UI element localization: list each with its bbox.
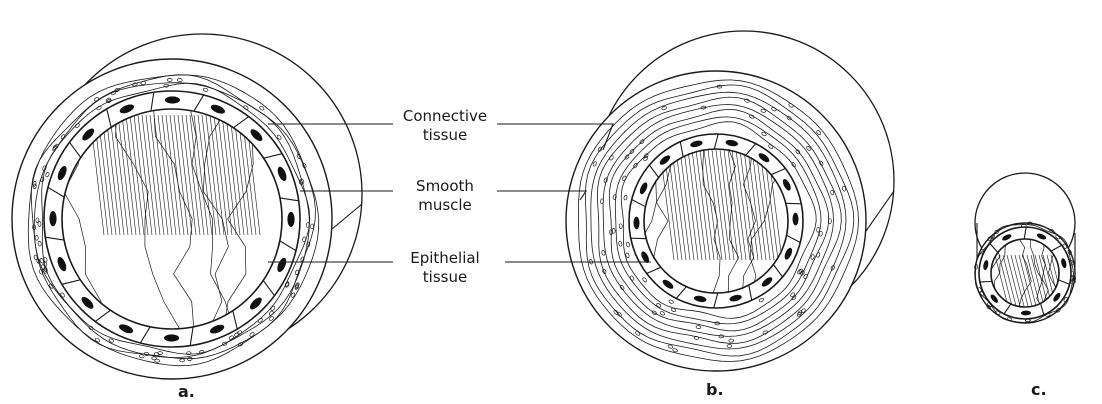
- vessel-b-cross-section: [566, 31, 894, 371]
- epithelial-tissue-label: Epithelial tissue: [395, 249, 495, 287]
- connective-tissue-label: Connective tissue: [395, 107, 495, 145]
- epithelial-cell-border: [786, 203, 802, 204]
- epithelial-nucleus: [49, 211, 56, 226]
- lumen-edge: [991, 239, 1059, 307]
- epithelial-nucleus: [164, 334, 179, 341]
- vessel-c-cross-section: [974, 173, 1076, 323]
- epithelial-nucleus: [165, 96, 180, 103]
- tube-side-line: [332, 204, 362, 229]
- panel-label-c: c.: [1031, 380, 1047, 399]
- epithelial-cell-border: [631, 238, 647, 239]
- tube-side-line: [866, 191, 894, 231]
- vessel-a-cross-section: [12, 34, 362, 379]
- panel-label-a: a.: [178, 382, 195, 401]
- epithelial-cell-border: [980, 281, 992, 282]
- smooth-muscle-label: Smooth muscle: [395, 177, 495, 215]
- epithelial-nucleus: [287, 212, 294, 227]
- panel-label-b: b.: [706, 380, 724, 399]
